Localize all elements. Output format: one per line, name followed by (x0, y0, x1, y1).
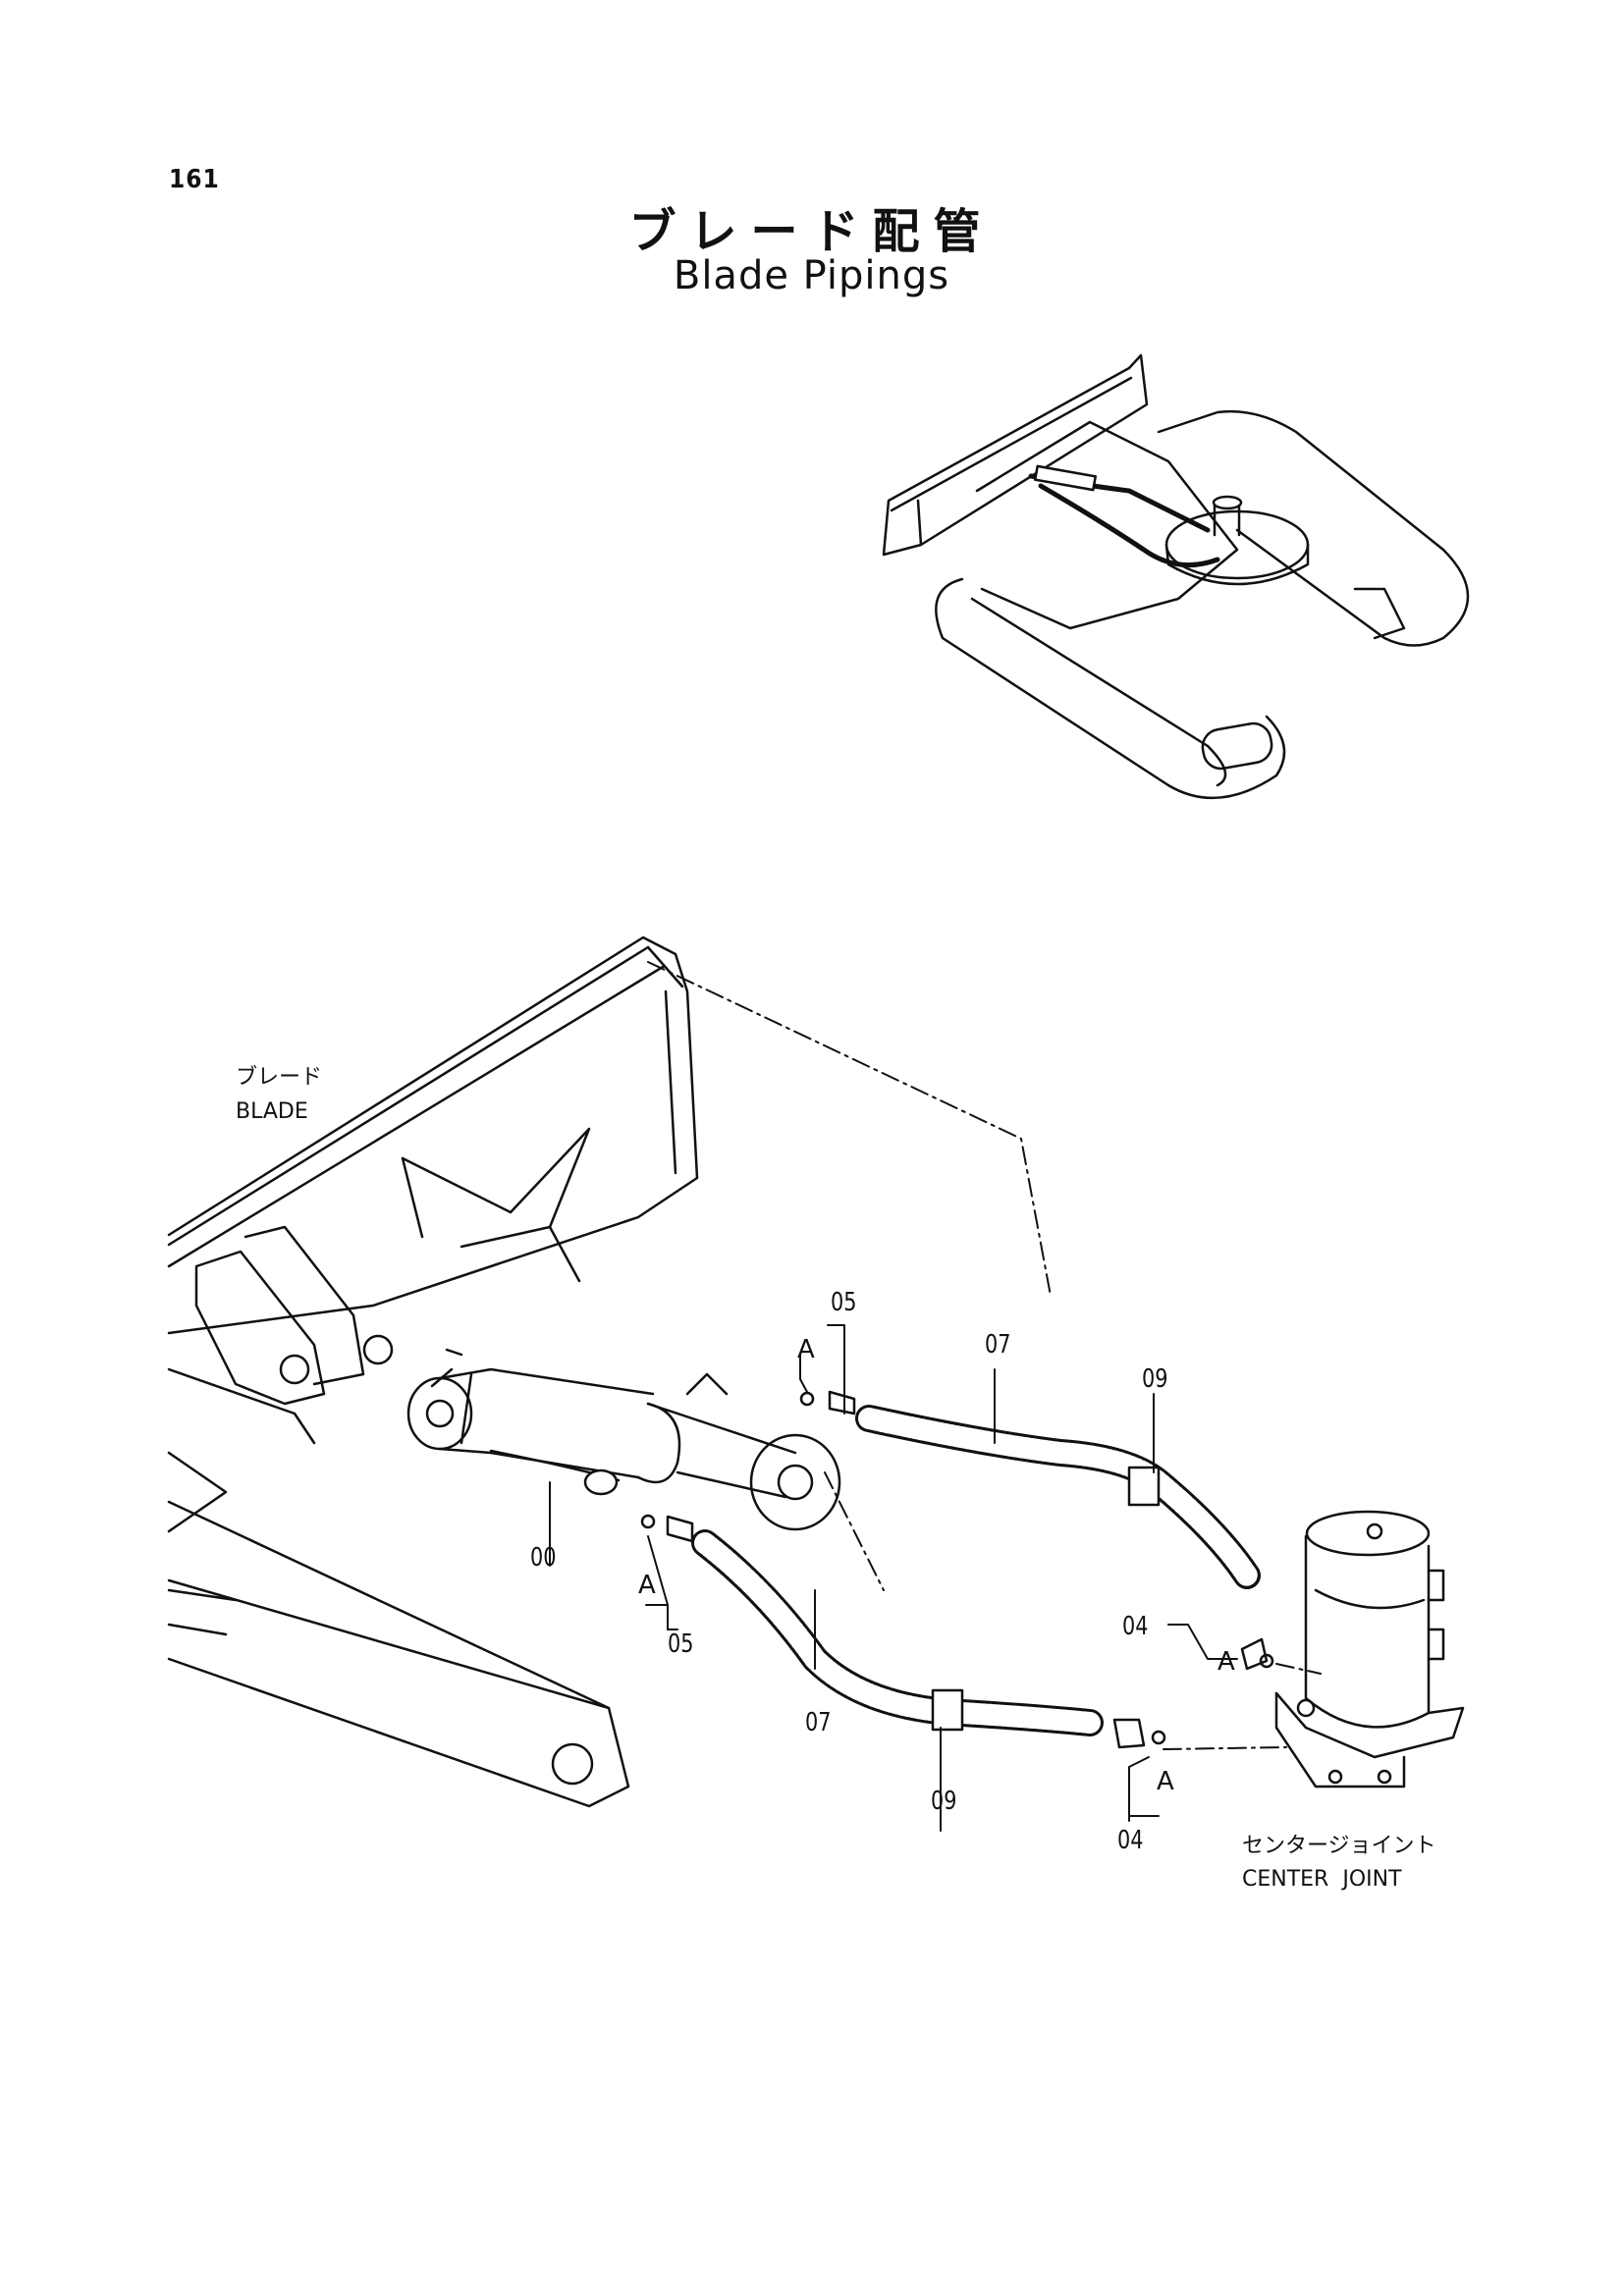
callout-07-top: 07 (985, 1330, 1011, 1360)
callout-09-bottom: 09 (931, 1787, 957, 1816)
oring-mark-a: A (638, 1571, 656, 1600)
blade-assembly (167, 935, 699, 1808)
callout-05-top: 05 (831, 1288, 857, 1317)
page-title-english: Blade Pipings (673, 253, 950, 298)
callout-04-top: 04 (1122, 1612, 1149, 1641)
blade-cylinder (406, 1348, 841, 1531)
leader-lines (549, 961, 1322, 1832)
callout-07-bottom: 07 (805, 1708, 832, 1737)
oring-mark-a: A (1217, 1647, 1235, 1677)
blade-label-japanese: ブレード (236, 1065, 323, 1090)
callout-09-top: 09 (1142, 1364, 1168, 1394)
page-title-japanese: ブレード配管 (628, 204, 995, 259)
callout-04-bottom: 04 (1117, 1826, 1144, 1855)
oring-mark-a: A (797, 1335, 815, 1364)
center-joint-label-japanese: センタージョイント (1242, 1834, 1436, 1858)
center-joint (1274, 1510, 1465, 1789)
oring-mark-a: A (1157, 1767, 1174, 1796)
callout-05-bottom: 05 (668, 1629, 694, 1659)
page-number: 161 (169, 165, 220, 194)
undercarriage-overview (882, 353, 1470, 800)
hoses (691, 1405, 1261, 1736)
center-joint-label-english: CENTER JOINT (1242, 1867, 1402, 1892)
blade-label-english: BLADE (236, 1099, 308, 1124)
callout-00: 00 (530, 1543, 557, 1573)
